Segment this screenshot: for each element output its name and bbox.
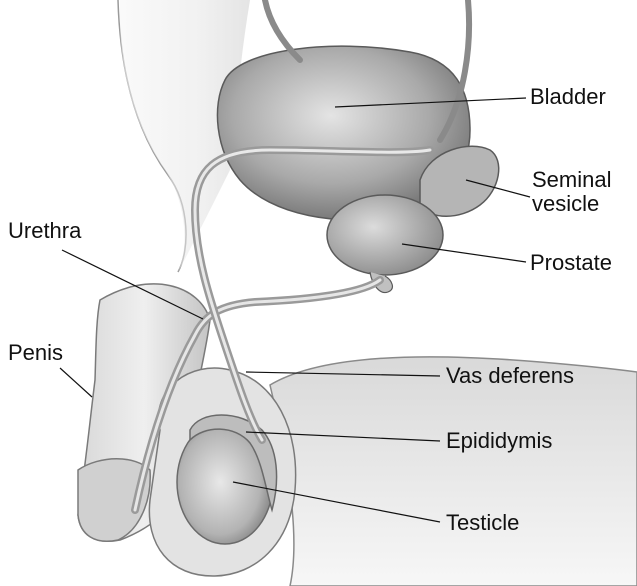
thigh [270, 357, 637, 586]
label-epididymis: Epididymis [446, 428, 552, 454]
label-urethra: Urethra [8, 218, 81, 244]
label-seminal-vesicle-line2: vesicle [532, 192, 611, 216]
label-seminal-vesicle: Seminal vesicle [532, 168, 611, 216]
label-testicle: Testicle [446, 510, 519, 536]
label-bladder: Bladder [530, 84, 606, 110]
prostate-shape [327, 195, 443, 275]
label-seminal-vesicle-line1: Seminal [532, 168, 611, 192]
label-prostate: Prostate [530, 250, 612, 276]
label-penis: Penis [8, 340, 63, 366]
label-vas-deferens: Vas deferens [446, 363, 574, 389]
